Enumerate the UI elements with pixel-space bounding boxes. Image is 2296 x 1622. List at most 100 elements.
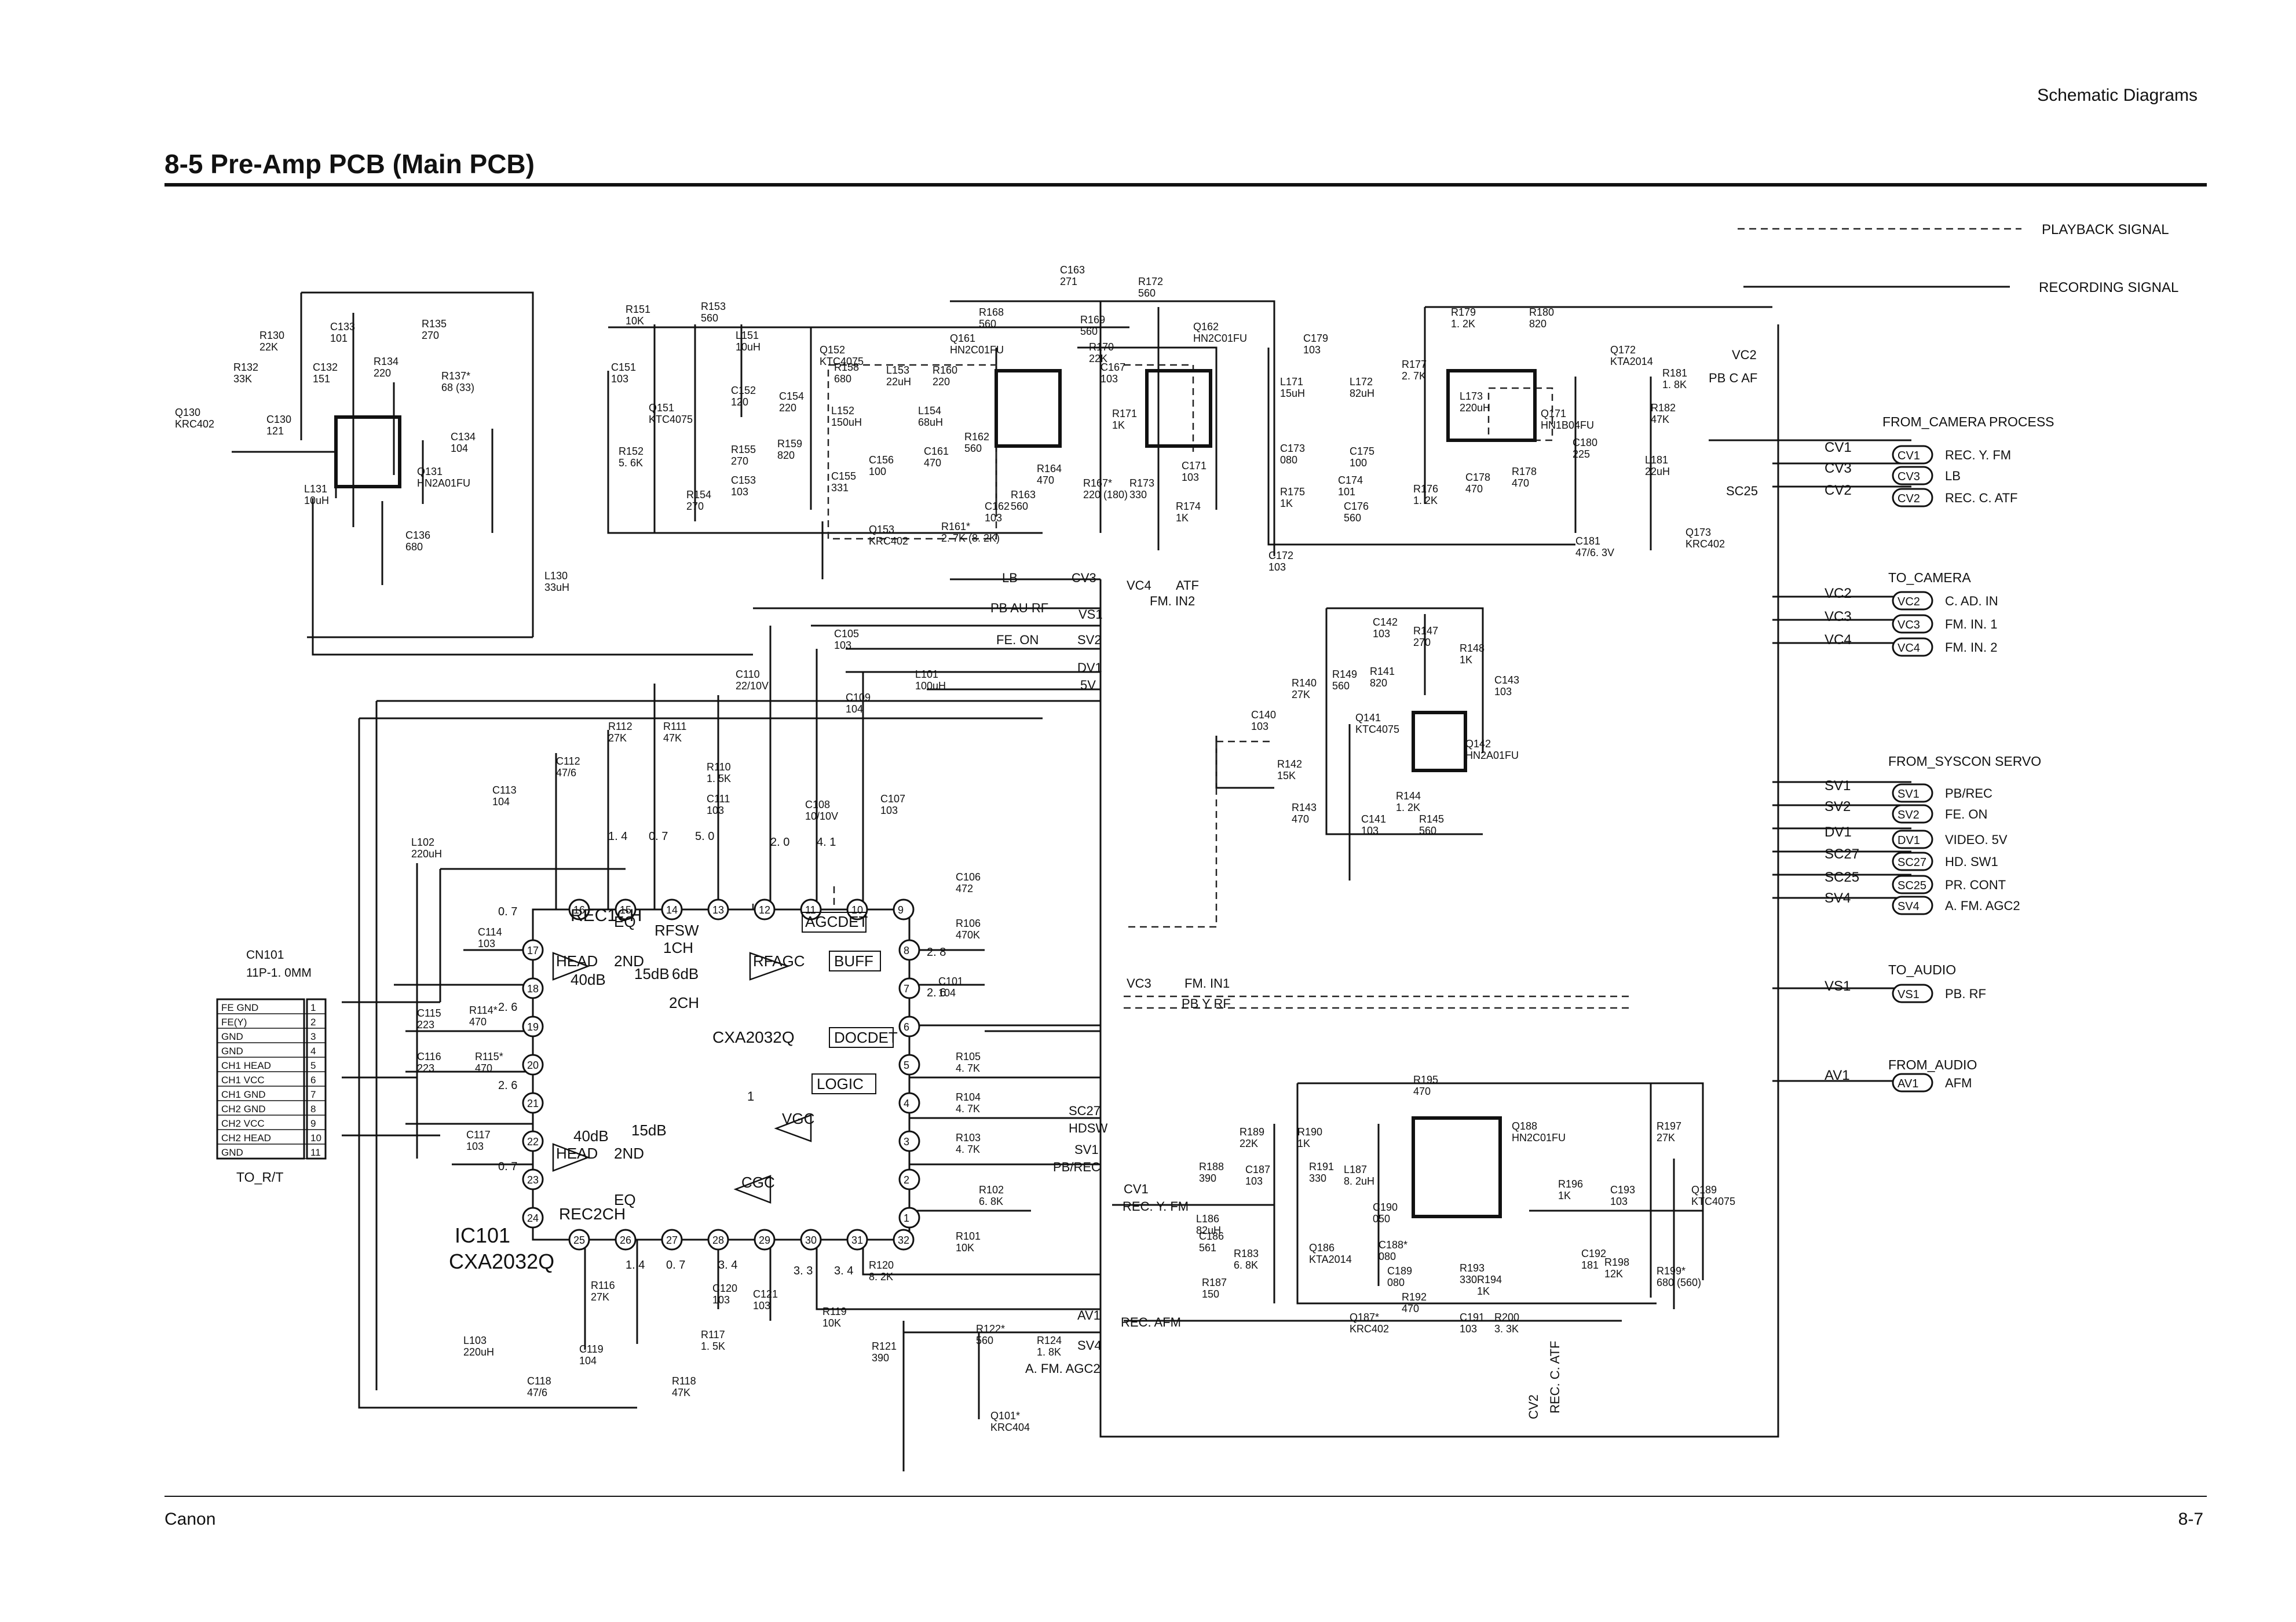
- cn101-pin-num: 10: [310, 1133, 321, 1144]
- net-label-vc3: VC3: [1127, 976, 1151, 991]
- component-c140-ref: C140: [1251, 709, 1276, 721]
- component-r169-ref: R169: [1080, 314, 1105, 326]
- component-c132-ref: C132: [313, 361, 338, 373]
- net-dv1: DV1: [1825, 824, 1852, 840]
- component-r121-ref: R121: [872, 1340, 897, 1352]
- net-label-cv3: CV3: [1072, 571, 1096, 585]
- component-r162-value: 560: [964, 443, 982, 454]
- connector-dv1-desc: VIDEO. 5V: [1945, 832, 2008, 847]
- net-label-pb-rec: PB/REC: [1053, 1160, 1101, 1174]
- component-r172-ref: R172: [1138, 276, 1163, 287]
- component-l173-ref: L173: [1460, 390, 1483, 402]
- connector-sc27-tag-label: SC27: [1898, 856, 1926, 869]
- component-r193-value: 330: [1460, 1274, 1477, 1285]
- component-c156-value: 100: [869, 466, 886, 477]
- component-r197-ref: R197: [1657, 1120, 1681, 1132]
- component-r132-value: 33K: [233, 373, 252, 385]
- component-r176-value: 1. 2K: [1413, 495, 1438, 506]
- component-c121-ref: C121: [753, 1288, 778, 1300]
- component-q101-alt-ref: Q101*: [990, 1410, 1020, 1422]
- ic101-pin-20-num: 20: [527, 1060, 539, 1071]
- ic-rfagc: RFAGC: [753, 952, 805, 970]
- cn101-pin-num: 8: [310, 1104, 316, 1115]
- component-q186-value: KTA2014: [1309, 1254, 1352, 1265]
- component-q130-ref: Q130: [175, 407, 200, 418]
- net-vc4: VC4: [1825, 632, 1852, 648]
- component-r111-ref: R111: [663, 721, 686, 732]
- cn101-type: 11P-1. 0MM: [246, 966, 312, 980]
- ic101-pin-6: [898, 1015, 920, 1038]
- net-label-rec-y-fm: REC. Y. FM: [1123, 1199, 1189, 1214]
- connector-sv2-tag: [1892, 804, 1933, 824]
- ic101-pin-32: [893, 1229, 915, 1251]
- ic101-pin-24-num: 24: [527, 1212, 539, 1224]
- component-r159-ref: R159: [777, 438, 802, 450]
- wire-19: [342, 1001, 440, 1137]
- wire-16: [1772, 781, 1911, 899]
- wire-2: [232, 382, 493, 533]
- component-r177-ref: R177: [1402, 359, 1427, 370]
- component-l130-ref: L130: [544, 570, 568, 582]
- component-r198-value: 12K: [1604, 1268, 1623, 1280]
- component-r101-ref: R101: [956, 1230, 981, 1242]
- component-c117-value: 103: [466, 1141, 484, 1152]
- wire-5: [607, 371, 1043, 579]
- component-c172-ref: C172: [1268, 550, 1293, 561]
- ic-6db: 6dB: [672, 965, 699, 982]
- connector-cv2-desc: REC. C. ATF: [1945, 491, 2018, 505]
- ic101-pin-13-num: 13: [712, 904, 724, 916]
- test-voltage: 3. 4: [834, 1265, 853, 1277]
- ic101-inner-part: CXA2032Q: [712, 1028, 795, 1046]
- net-label-cv1: CV1: [1124, 1182, 1149, 1196]
- component-c173-ref: C173: [1280, 443, 1305, 454]
- component-r102-value: 6. 8K: [979, 1196, 1003, 1207]
- component-c112-ref: C112: [556, 755, 580, 767]
- component-q162-ref: Q162: [1193, 321, 1219, 333]
- connector-vs1-tag-label: VS1: [1898, 988, 1920, 1001]
- component-r171-value: 1K: [1112, 419, 1125, 431]
- test-voltage: 0. 7: [498, 1160, 517, 1173]
- cn101-pin-num: 11: [310, 1147, 321, 1158]
- component-r195-ref: R195: [1413, 1074, 1438, 1086]
- wire-4: [608, 324, 1129, 533]
- net-label-v5: 5V: [1080, 678, 1096, 692]
- wire-23: [909, 949, 1101, 1026]
- component-c109-value: 104: [846, 703, 863, 715]
- connector-sv1-tag-label: SV1: [1898, 788, 1920, 801]
- page-title: 8-5 Pre-Amp PCB (Main PCB): [164, 149, 535, 179]
- component-r116-ref: R116: [591, 1280, 615, 1291]
- signal-path-dashed-4: [1487, 387, 1553, 441]
- component-r151-ref: R151: [626, 304, 650, 315]
- component-c105-value: 103: [834, 640, 851, 651]
- component-r110-ref: R110: [707, 761, 731, 773]
- component-r183-value: 6. 8K: [1234, 1259, 1258, 1271]
- wire-24: [909, 1076, 1101, 1212]
- ic-amplifier-triangles: [552, 952, 812, 1204]
- component-r121-value: 390: [872, 1352, 889, 1364]
- net-label-vs1: VS1: [1078, 607, 1103, 622]
- net-label-fe-on: FE. ON: [996, 633, 1039, 647]
- ic101-pin-19: [522, 1015, 544, 1038]
- component-r145-value: 560: [1419, 825, 1436, 836]
- wire-32: [1112, 1124, 1380, 1303]
- component-r105-value: 4. 7K: [956, 1062, 980, 1074]
- component-c152-value: 120: [731, 396, 748, 408]
- ic101-pin-30: [800, 1229, 822, 1251]
- component-c188-alt-value: 080: [1379, 1251, 1396, 1262]
- component-c176-value: 560: [1344, 512, 1361, 524]
- component-c175-value: 100: [1350, 457, 1367, 469]
- component-r141-value: 820: [1370, 677, 1387, 689]
- wire-30: [1215, 614, 1426, 881]
- component-r112-value: 27K: [608, 732, 627, 744]
- ic-15db-2: 15dB: [631, 1121, 667, 1139]
- component-c133-ref: C133: [330, 321, 355, 333]
- component-c118-ref: C118: [527, 1375, 551, 1387]
- component-c173-value: 080: [1280, 454, 1297, 466]
- component-q173-ref: Q173: [1686, 527, 1711, 538]
- cn101-pin-name: FE GND: [221, 1002, 258, 1013]
- test-voltage: 0. 7: [498, 905, 517, 918]
- test-voltage: 1. 4: [608, 830, 627, 843]
- connector-sc25-tag: [1892, 875, 1933, 894]
- component-r173-ref: R173: [1129, 477, 1154, 489]
- component-r137-alt-ref: R137*: [441, 370, 470, 382]
